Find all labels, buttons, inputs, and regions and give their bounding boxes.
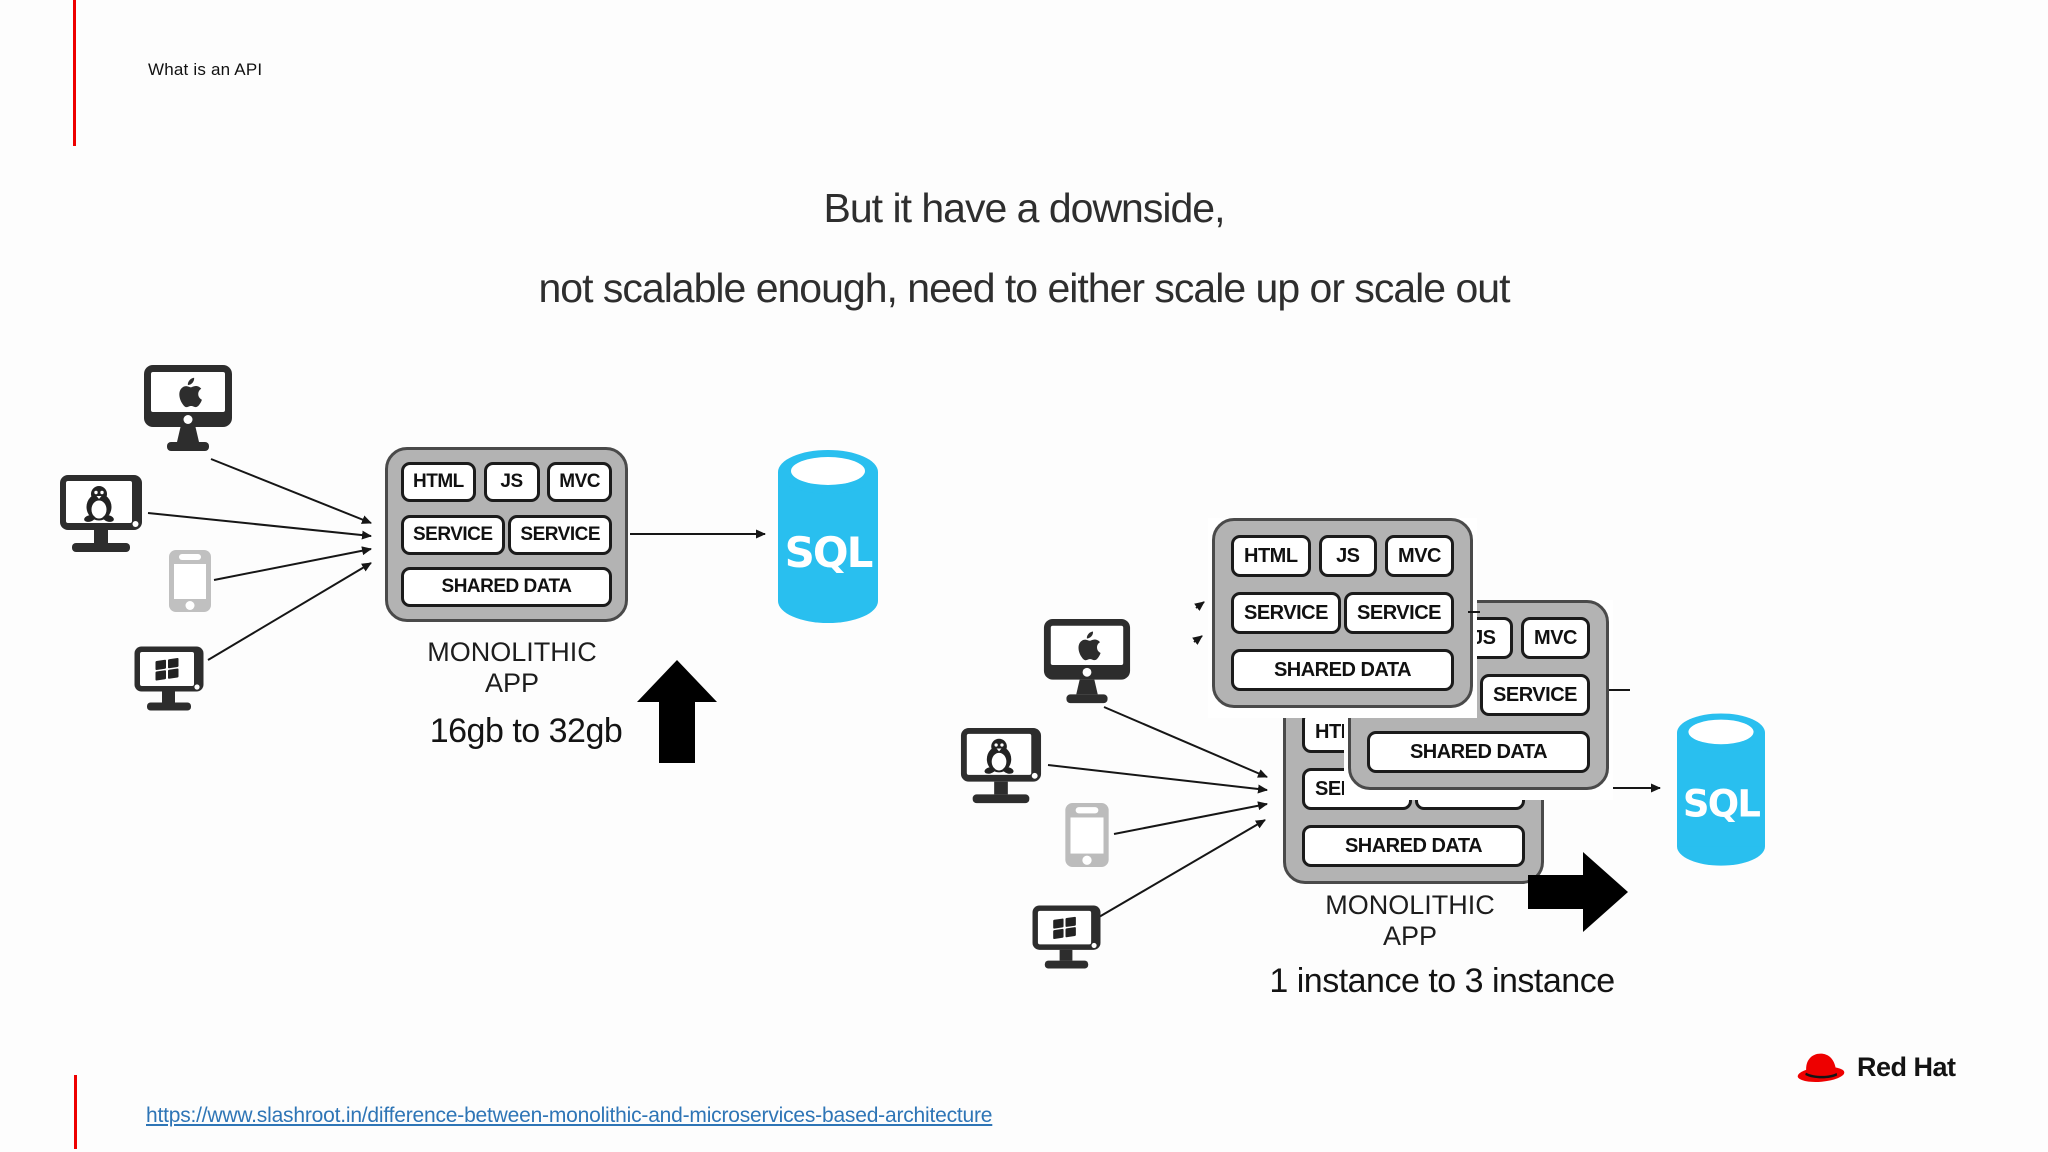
linux-client-icon-right — [957, 726, 1045, 810]
shared-data-chip: SHARED DATA — [1302, 825, 1525, 867]
mac-client-icon-right — [1040, 617, 1134, 709]
service-chip-left: SERVICE — [401, 514, 505, 555]
sql-label: SQL — [785, 528, 873, 577]
mac-client-icon — [142, 363, 234, 457]
linux-client-icon — [58, 473, 144, 559]
scale-up-arrow-icon — [637, 660, 717, 763]
apple-logo-icon — [179, 377, 202, 408]
scale-up-annotation: 16gb to 32gb — [429, 712, 623, 750]
source-link[interactable]: https://www.slashroot.in/difference-betw… — [146, 1104, 993, 1127]
service-chip-right: SERVICE — [1344, 592, 1454, 634]
html-chip: HTML — [401, 462, 476, 502]
mvc-chip: MVC — [1521, 617, 1590, 659]
tux-logo-icon — [84, 486, 114, 522]
caption-app: APP — [484, 668, 540, 698]
stub-connectors — [1468, 611, 1630, 691]
monolith-app-box-instance-1: HTML JS MVC SERVICE SERVICE SHARED DATA — [1208, 518, 1477, 718]
accent-bar-top — [73, 0, 76, 146]
sql-database-icon-right: SQL — [1677, 704, 1765, 876]
monolith-caption-left: MONOLITHIC APP — [392, 637, 632, 699]
title-line-1: But it have a downside, — [823, 185, 1226, 231]
mvc-chip: MVC — [547, 462, 612, 502]
shared-data-chip: SHARED DATA — [401, 567, 612, 607]
js-chip: JS — [483, 462, 540, 502]
monolith-caption-right: MONOLITHIC APP — [1290, 890, 1530, 952]
windows-client-icon — [133, 645, 205, 713]
caption-app: APP — [1382, 921, 1438, 951]
monolith-app-box-left: HTML JS MVC SERVICE SERVICE SHARED DATA — [385, 447, 628, 622]
html-chip: HTML — [1231, 535, 1311, 577]
mobile-client-icon — [168, 549, 212, 613]
slide-title: But it have a downside, not scalable eno… — [0, 168, 2048, 328]
mobile-client-icon-right — [1064, 802, 1110, 868]
js-chip: JS — [1318, 535, 1377, 577]
breadcrumb: What is an API — [148, 60, 263, 79]
scale-out-annotation: 1 instance to 3 instance — [1269, 962, 1615, 1000]
windows-logo-icon — [1053, 916, 1076, 939]
caption-monolithic: MONOLITHIC — [1325, 890, 1495, 920]
service-chip-left: SERVICE — [1231, 592, 1341, 634]
tux-logo-icon — [984, 738, 1014, 774]
service-chip-right: SERVICE — [508, 514, 612, 555]
service-chip-right: SERVICE — [1480, 674, 1590, 716]
windows-client-icon-right — [1030, 904, 1103, 971]
shared-data-chip: SHARED DATA — [1231, 649, 1454, 691]
caption-monolithic: MONOLITHIC — [427, 637, 597, 667]
sql-database-icon-left: SQL — [778, 450, 878, 624]
redhat-logo: Red Hat — [1795, 1048, 1956, 1086]
accent-bar-bottom — [74, 1075, 77, 1149]
apple-logo-icon — [1078, 631, 1101, 661]
shared-data-chip: SHARED DATA — [1367, 731, 1590, 773]
title-line-2: not scalable enough, need to either scal… — [538, 265, 1511, 311]
scale-out-arrow-icon — [1528, 852, 1628, 932]
sql-label: SQL — [1683, 782, 1761, 825]
redhat-wordmark: Red Hat — [1857, 1051, 1956, 1082]
windows-logo-icon — [155, 658, 179, 681]
redhat-fedora-icon — [1797, 1053, 1845, 1082]
mvc-chip: MVC — [1385, 535, 1454, 577]
